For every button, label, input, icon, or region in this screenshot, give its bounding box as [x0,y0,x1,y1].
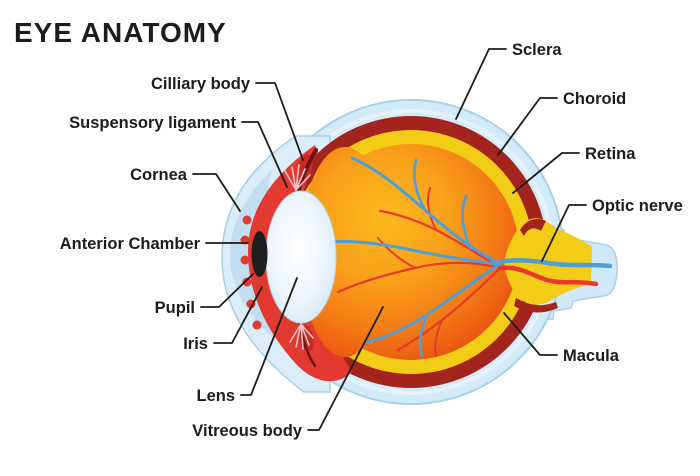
optic-nerve-choroid-sliver-bottom [514,298,558,313]
label-lens: Lens [196,277,298,405]
label-text-suspensory-ligament: Suspensory ligament [69,114,236,132]
page-title: EYE ANATOMY [14,17,227,48]
label-pupil: Pupil [155,273,254,317]
label-text-anterior-chamber: Anterior Chamber [60,235,201,253]
label-text-iris: Iris [183,335,208,353]
leader-iris [213,286,263,344]
label-text-macula: Macula [563,347,620,365]
label-text-choroid: Choroid [563,90,626,108]
eye-illustration [221,99,618,405]
leader-retina [512,152,580,194]
leader-optic-nerve [541,204,587,262]
label-text-vitreous-body: Vitreous body [192,422,303,440]
label-sclera: Sclera [455,41,562,120]
leader-ciliary-body [255,82,304,161]
label-vitreous-body: Vitreous body [192,306,384,440]
label-text-ciliary-body: Cilliary body [151,75,251,93]
label-retina: Retina [512,145,636,194]
optic-nerve-artery [497,265,599,287]
label-choroid: Choroid [497,90,626,156]
label-macula: Macula [503,312,620,365]
leader-macula [503,312,558,356]
suspensory-ligament-fibers [284,164,314,350]
leader-vitreous-body [307,306,384,431]
label-anterior-chamber: Anterior Chamber [60,235,249,253]
leader-sclera [455,48,507,120]
lens-shape [265,190,337,324]
leader-pupil [200,273,254,308]
leader-cornea [192,173,241,212]
pupil-shape [251,231,268,277]
leader-choroid [497,97,558,156]
label-iris: Iris [183,286,263,353]
labels: Cilliary body Suspensory ligament Cornea… [60,41,683,440]
label-ciliary-body: Cilliary body [151,75,304,161]
label-cornea: Cornea [130,166,241,212]
label-text-optic-nerve: Optic nerve [592,197,683,215]
optic-nerve-choroid-sliver-top [520,218,546,236]
label-text-retina: Retina [585,145,636,163]
label-suspensory-ligament: Suspensory ligament [69,114,288,188]
retinal-vessels [328,156,502,358]
label-text-pupil: Pupil [155,299,195,317]
label-text-cornea: Cornea [130,166,188,184]
leader-lens [240,277,298,396]
label-optic-nerve: Optic nerve [541,197,683,262]
optic-nerve-vein [497,258,613,269]
label-text-sclera: Sclera [512,41,562,59]
leader-suspensory-ligament [241,121,288,188]
label-text-lens: Lens [196,387,235,405]
